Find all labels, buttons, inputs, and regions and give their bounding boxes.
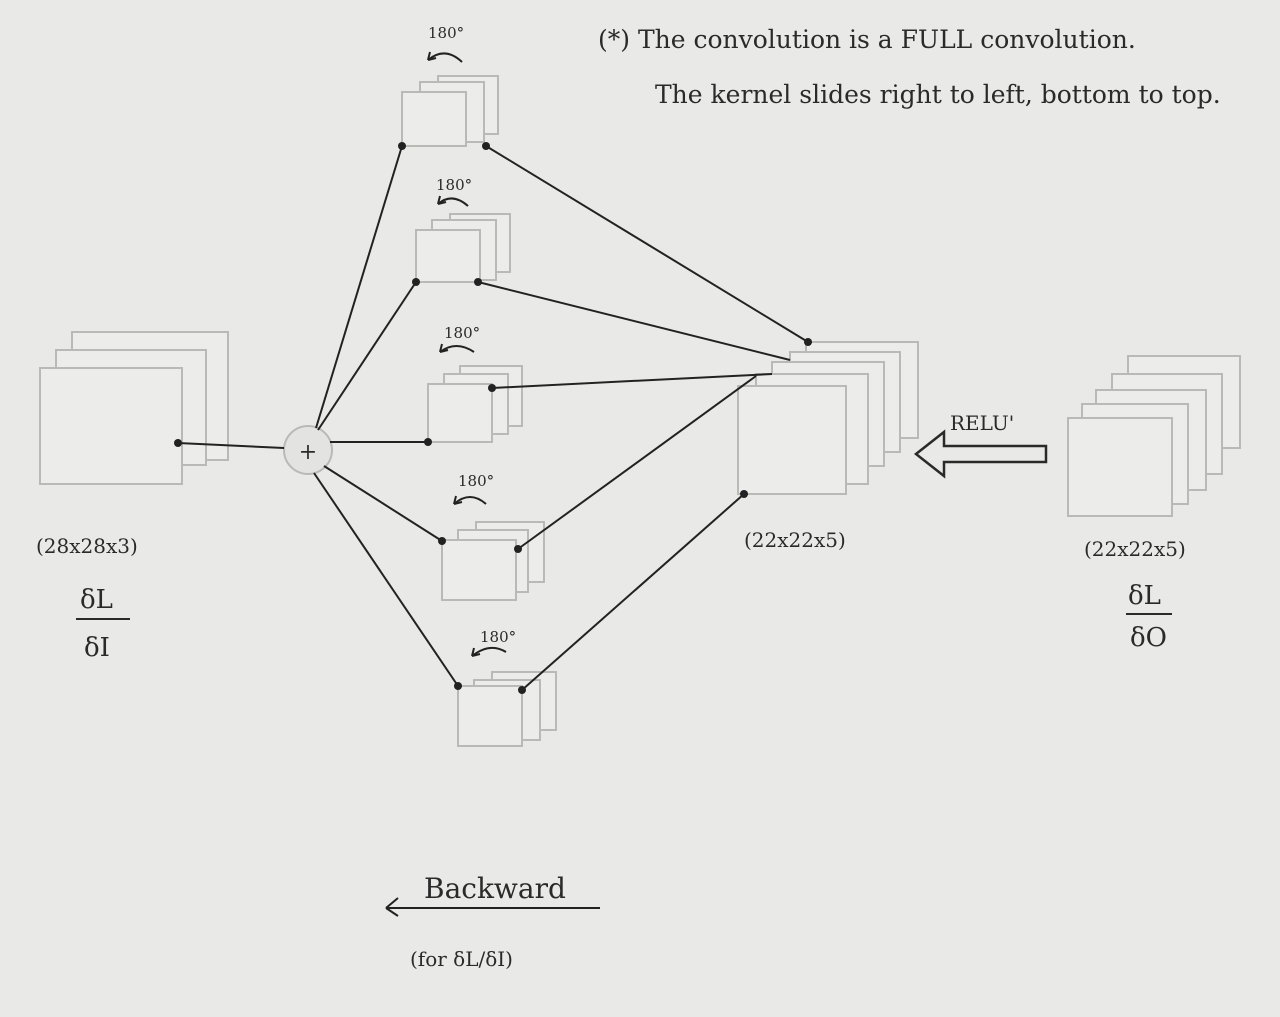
backward-label: Backward — [424, 872, 566, 905]
sum-symbol: + — [299, 440, 317, 465]
kernel-1 — [401, 75, 499, 147]
backward-sub-label: (for δL/δI) — [410, 947, 513, 971]
kernel-2 — [415, 213, 511, 283]
kernel-5 — [457, 671, 557, 747]
kernel-3 — [427, 365, 523, 443]
link-kernel-3-to-mid — [491, 373, 773, 389]
link-kernel-4-to-mid — [517, 375, 757, 550]
output-gradient-stack — [1067, 355, 1241, 517]
link-kernel-1-to-mid — [485, 145, 809, 343]
output-shape-label: (22x22x5) — [1084, 537, 1186, 561]
link-kernel-2-to-mid — [477, 281, 791, 361]
link-sum-to-kernel-5 — [313, 472, 459, 687]
link-sum-to-kernel-1 — [315, 145, 403, 429]
rotate-arrow-icon — [471, 647, 481, 657]
connector-dots — [398, 142, 812, 694]
relu-label: RELU' — [950, 411, 1014, 435]
note-full-convolution: (*) The convolution is a FULL convolutio… — [598, 25, 1136, 54]
input-gradient-stack — [39, 331, 229, 485]
link-kernel-5-to-mid — [521, 493, 745, 691]
input-grad-denominator: δI — [84, 633, 110, 663]
backward-arrow — [385, 897, 600, 917]
mid-gradient-stack — [737, 341, 919, 495]
left-arrow-icon — [385, 897, 399, 917]
input-grad-numerator: δL — [80, 585, 113, 615]
sum-node: + — [283, 425, 333, 475]
input-shape-label: (28x28x3) — [36, 534, 138, 558]
rotation-label-4: 180° — [453, 472, 494, 505]
rotation-label-5: 180° — [471, 628, 516, 657]
kernel-4 — [441, 521, 545, 601]
output-grad-denominator: δO — [1130, 623, 1167, 653]
rotate-arrow-icon — [439, 343, 449, 353]
svg-text:180°: 180° — [436, 176, 472, 194]
svg-text:180°: 180° — [428, 24, 464, 42]
svg-text:180°: 180° — [480, 628, 516, 646]
rotation-label-3: 180° — [439, 324, 480, 353]
rotate-arrow-icon — [427, 51, 437, 61]
svg-text:180°: 180° — [444, 324, 480, 342]
relu-arrow-icon — [913, 429, 1048, 479]
rotation-label-1: 180° — [427, 24, 464, 63]
link-sum-to-kernel-4 — [323, 465, 443, 542]
rotate-arrow-icon — [453, 495, 463, 505]
rotate-arrow-icon — [437, 195, 447, 205]
svg-text:180°: 180° — [458, 472, 494, 490]
link-input-to-sum — [177, 442, 285, 449]
mid-shape-label: (22x22x5) — [744, 528, 846, 552]
output-grad-numerator: δL — [1128, 581, 1161, 611]
rotation-label-2: 180° — [436, 176, 472, 207]
note-kernel-slide: The kernel slides right to left, bottom … — [655, 80, 1221, 109]
input-connector-dot — [174, 439, 182, 447]
link-sum-to-kernel-2 — [317, 281, 417, 431]
